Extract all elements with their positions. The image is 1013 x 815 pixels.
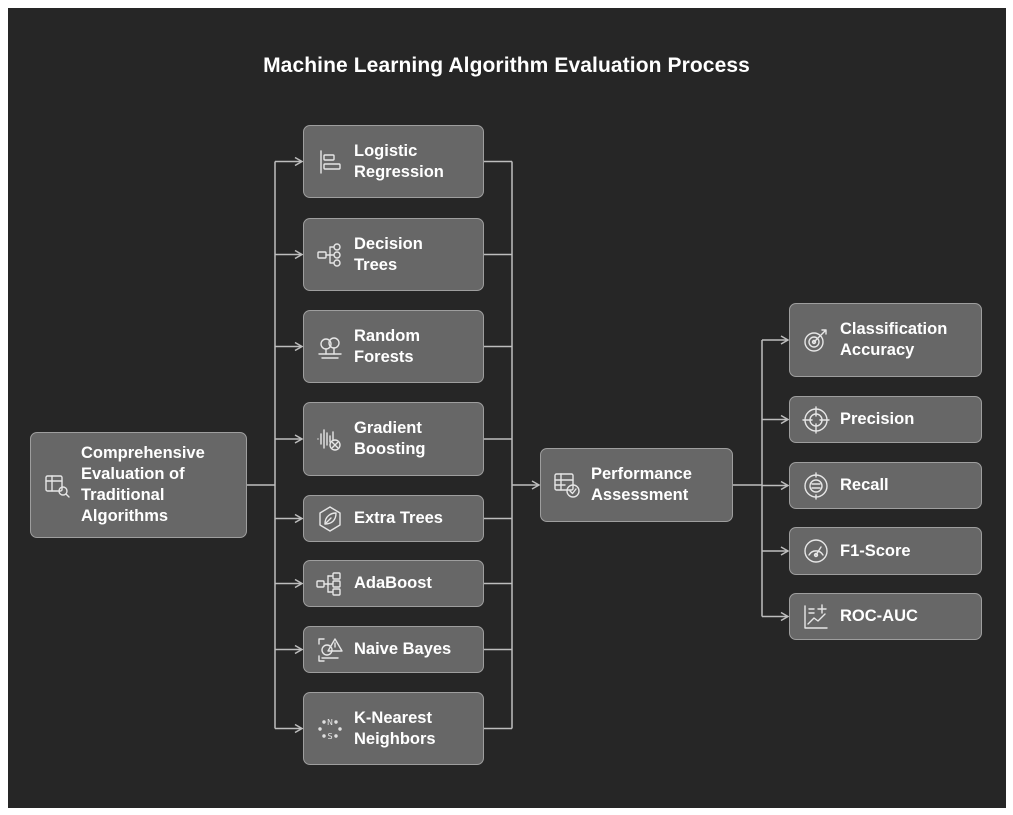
svg-text:N: N: [327, 718, 333, 727]
algorithm-node-adaboost-label: AdaBoost: [354, 573, 432, 594]
chart-plus-icon: [801, 602, 831, 632]
metric-node-f1-score: F1-Score: [789, 527, 982, 575]
label-line: Performance: [591, 465, 692, 483]
label-line: Logistic: [354, 141, 418, 160]
label-line: Evaluation of: [81, 465, 185, 483]
algorithm-node-naive-bayes-label: Naive Bayes: [354, 639, 451, 660]
flow-network-icon: [315, 569, 345, 599]
label-line: Accuracy: [840, 341, 915, 359]
tree-branches-icon: [315, 240, 345, 270]
label-line: Naive Bayes: [354, 640, 452, 658]
label-line: Traditional: [81, 486, 165, 504]
diagram-title: Machine Learning Algorithm Evaluation Pr…: [263, 54, 750, 77]
label-line: Extra Trees: [354, 509, 443, 527]
label-line: Neighbors: [354, 729, 436, 748]
label-line: Decision: [354, 234, 423, 253]
waveform-cancel-icon: [315, 424, 345, 454]
label-line: Regression: [354, 162, 444, 181]
metric-node-precision-label: Precision: [840, 409, 914, 430]
algorithm-node-extra-trees: Extra Trees: [303, 495, 484, 542]
table-check-icon: [552, 470, 582, 500]
metric-node-recall: Recall: [789, 462, 982, 509]
metric-node-roc-auc: ROC-AUC: [789, 593, 982, 640]
algorithm-node-extra-trees-label: Extra Trees: [354, 508, 443, 529]
label-line: Comprehensive: [81, 444, 205, 462]
label-line: Assessment: [591, 486, 689, 504]
label-line: Random: [354, 326, 420, 345]
target-arrow-icon: [801, 325, 831, 355]
algorithm-node-adaboost: AdaBoost: [303, 560, 484, 607]
table-search-icon: [42, 470, 72, 500]
label-line: K-Nearest: [354, 708, 432, 727]
leaf-hexagon-icon: [315, 504, 345, 534]
label-line: Algorithms: [81, 507, 169, 525]
gauge-icon: [801, 536, 831, 566]
crosshair-icon: [801, 405, 831, 435]
label-line: Trees: [354, 255, 398, 274]
forest-icon: [315, 332, 345, 362]
bar-align-icon: [315, 147, 345, 177]
label-line: Recall: [840, 476, 889, 494]
svg-text:S: S: [327, 732, 332, 741]
label-line: ROC-AUC: [840, 607, 918, 625]
recall-target-icon: [801, 471, 831, 501]
metric-node-roc-auc-label: ROC-AUC: [840, 606, 918, 627]
label-line: AdaBoost: [354, 574, 432, 592]
label-line: Gradient: [354, 419, 422, 437]
label-line: Forests: [354, 347, 414, 366]
algorithm-node-naive-bayes: Naive Bayes: [303, 626, 484, 673]
label-line: Boosting: [354, 440, 426, 458]
metric-node-f1-score-label: F1-Score: [840, 541, 911, 562]
label-line: Classification: [840, 320, 948, 338]
metric-node-precision: Precision: [789, 396, 982, 443]
metric-node-recall-label: Recall: [840, 475, 889, 496]
label-line: F1-Score: [840, 541, 911, 560]
label-line: Precision: [840, 410, 915, 428]
warning-scan-icon: [315, 635, 345, 665]
